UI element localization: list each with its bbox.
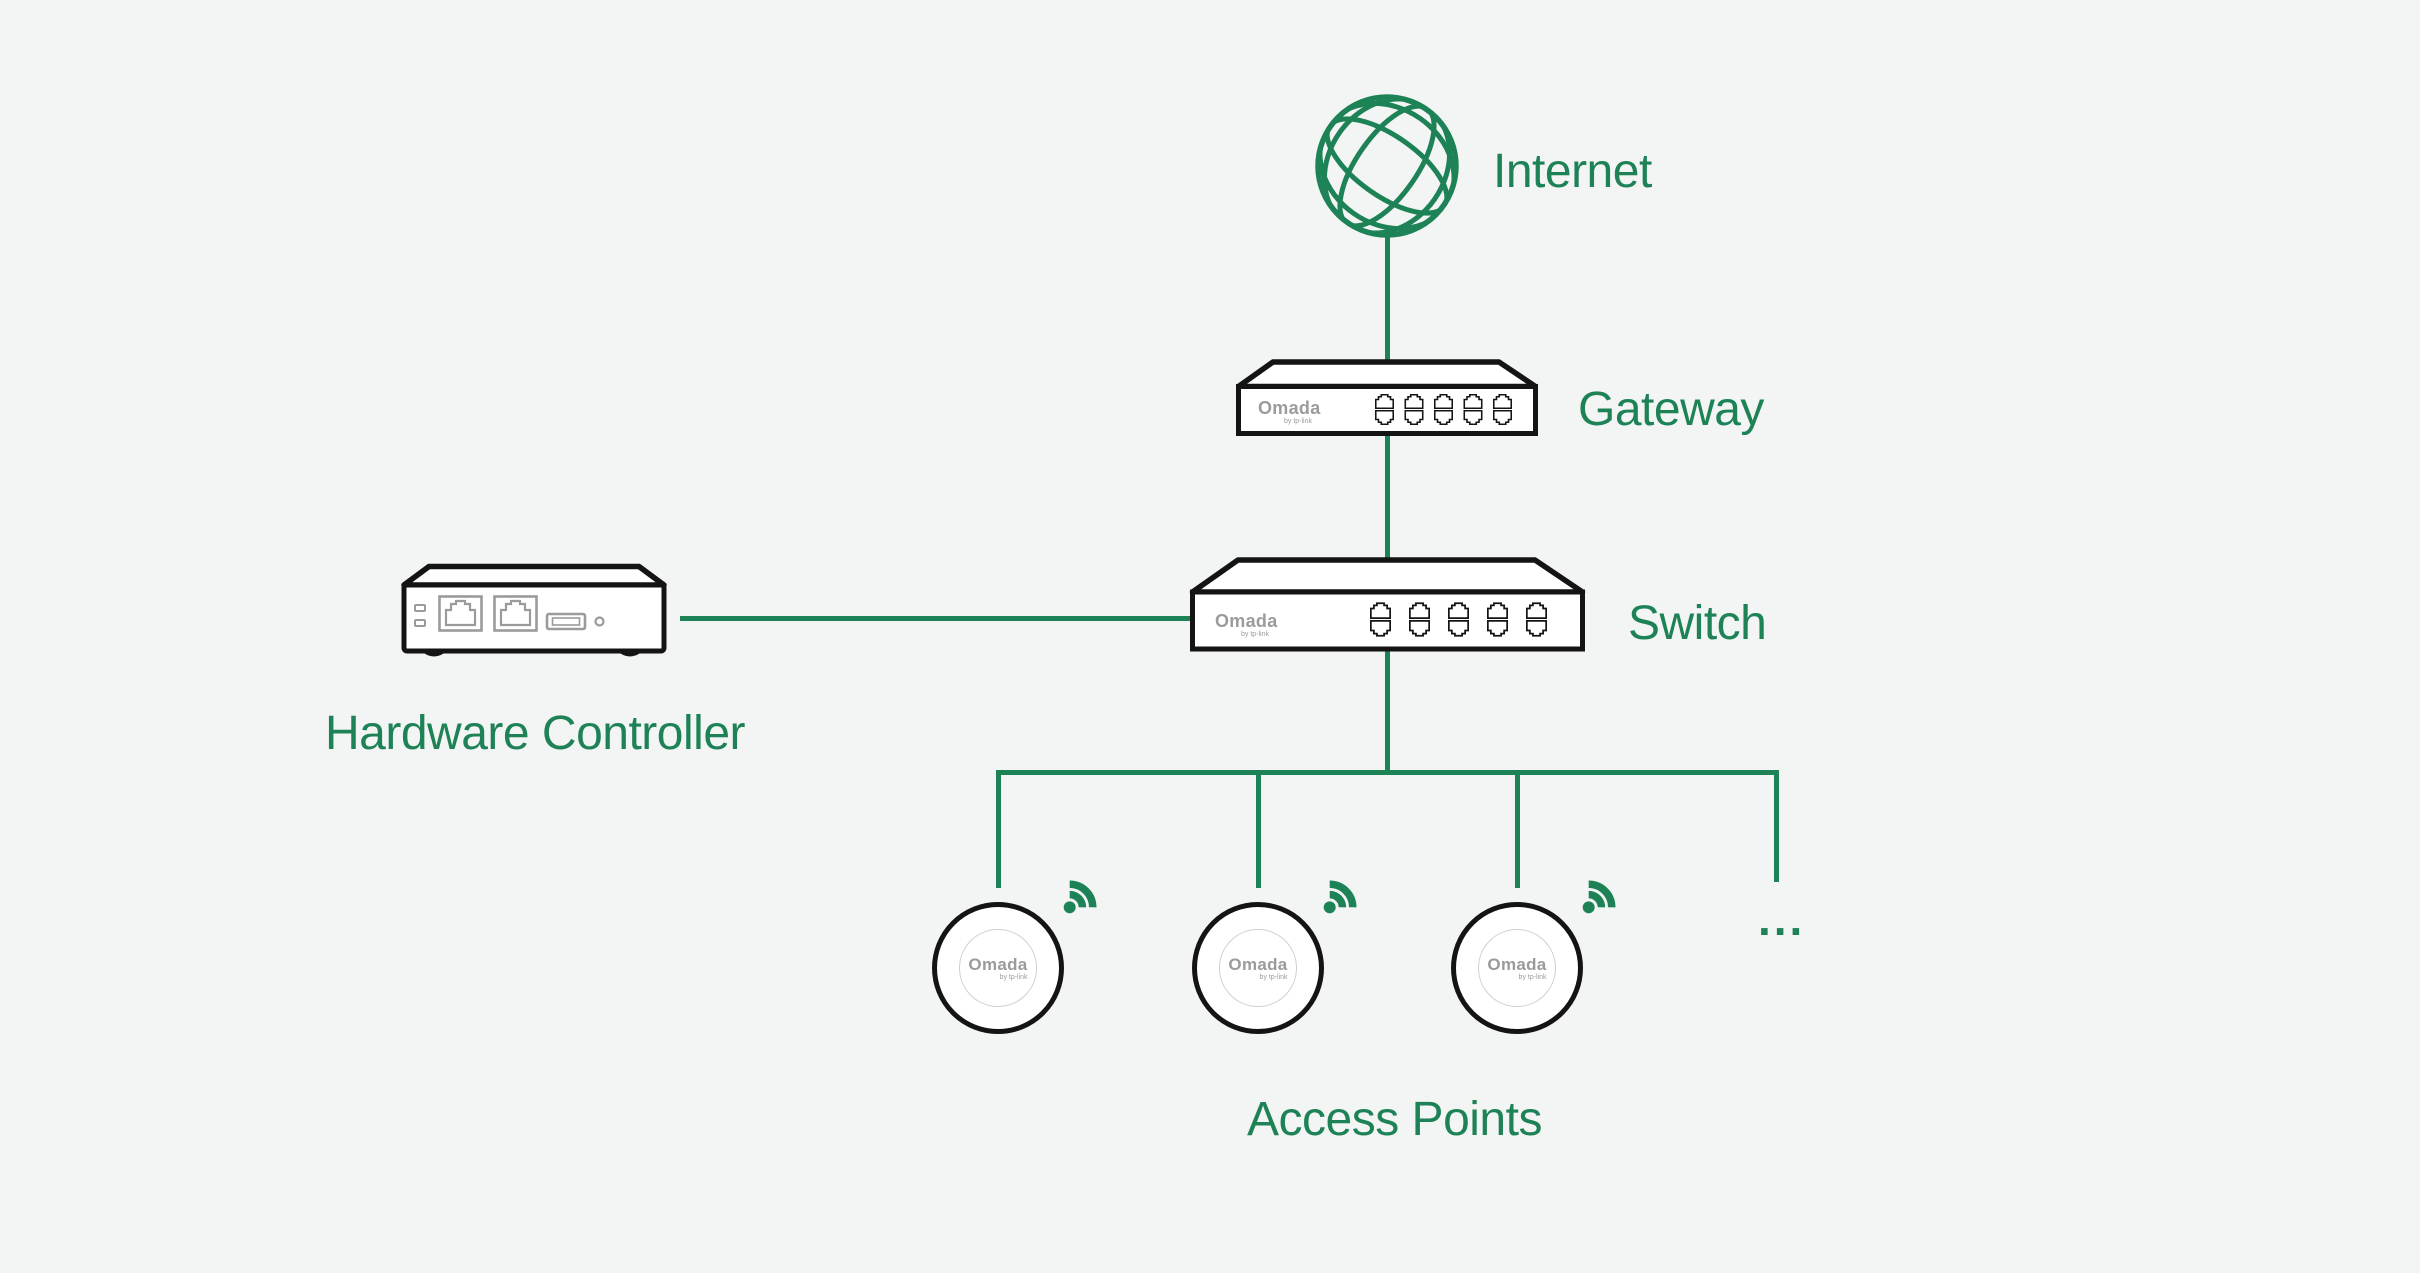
branch-drop-ap1 xyxy=(996,770,1001,888)
internet-label: Internet xyxy=(1493,145,1652,198)
wifi-icon xyxy=(1063,880,1097,914)
connector-gateway-switch xyxy=(1385,432,1390,561)
connector-internet-gateway xyxy=(1385,236,1390,362)
branch-drop-more xyxy=(1774,770,1779,882)
switch-device: Omada by tp-link xyxy=(1189,557,1586,652)
access-point-device-1: Omada by tp-link xyxy=(932,902,1064,1034)
gateway-brand: Omada xyxy=(1258,398,1321,418)
access-point-brand: Omada by tp-link xyxy=(1228,954,1288,981)
globe-icon xyxy=(1315,94,1459,238)
switch-brand: Omada xyxy=(1215,611,1278,631)
access-point-device-2: Omada by tp-link xyxy=(1192,902,1324,1034)
branch-bus-line xyxy=(996,770,1779,775)
branch-drop-ap3 xyxy=(1515,770,1520,888)
connector-controller-switch xyxy=(680,616,1193,621)
usb-port-icon xyxy=(545,612,587,631)
wifi-icon xyxy=(1323,880,1357,914)
switch-brand-sub: by tp-link xyxy=(1241,631,1270,638)
gateway-label: Gateway xyxy=(1578,383,1764,436)
status-led-icons xyxy=(414,604,426,627)
access-point-brand: Omada by tp-link xyxy=(968,954,1028,981)
access-points-label: Access Points xyxy=(1247,1093,1542,1146)
access-point-inner-ring: Omada by tp-link xyxy=(1478,929,1556,1007)
gateway-brand-sub: by tp-link xyxy=(1284,418,1313,425)
connector-switch-branch xyxy=(1385,648,1390,772)
access-point-inner-ring: Omada by tp-link xyxy=(1219,929,1297,1007)
access-point-inner-ring: Omada by tp-link xyxy=(959,929,1037,1007)
hardware-controller-label: Hardware Controller xyxy=(325,707,746,760)
gateway-device: Omada by tp-link xyxy=(1236,359,1538,436)
wifi-icon xyxy=(1582,880,1616,914)
hardware-controller-device xyxy=(401,563,667,657)
branch-drop-ap2 xyxy=(1256,770,1261,888)
access-point-device-3: Omada by tp-link xyxy=(1451,902,1583,1034)
reset-hole-icon xyxy=(594,616,605,627)
access-point-brand: Omada by tp-link xyxy=(1487,954,1547,981)
more-access-points-ellipsis: ... xyxy=(1758,893,1806,945)
switch-label: Switch xyxy=(1628,597,1767,650)
